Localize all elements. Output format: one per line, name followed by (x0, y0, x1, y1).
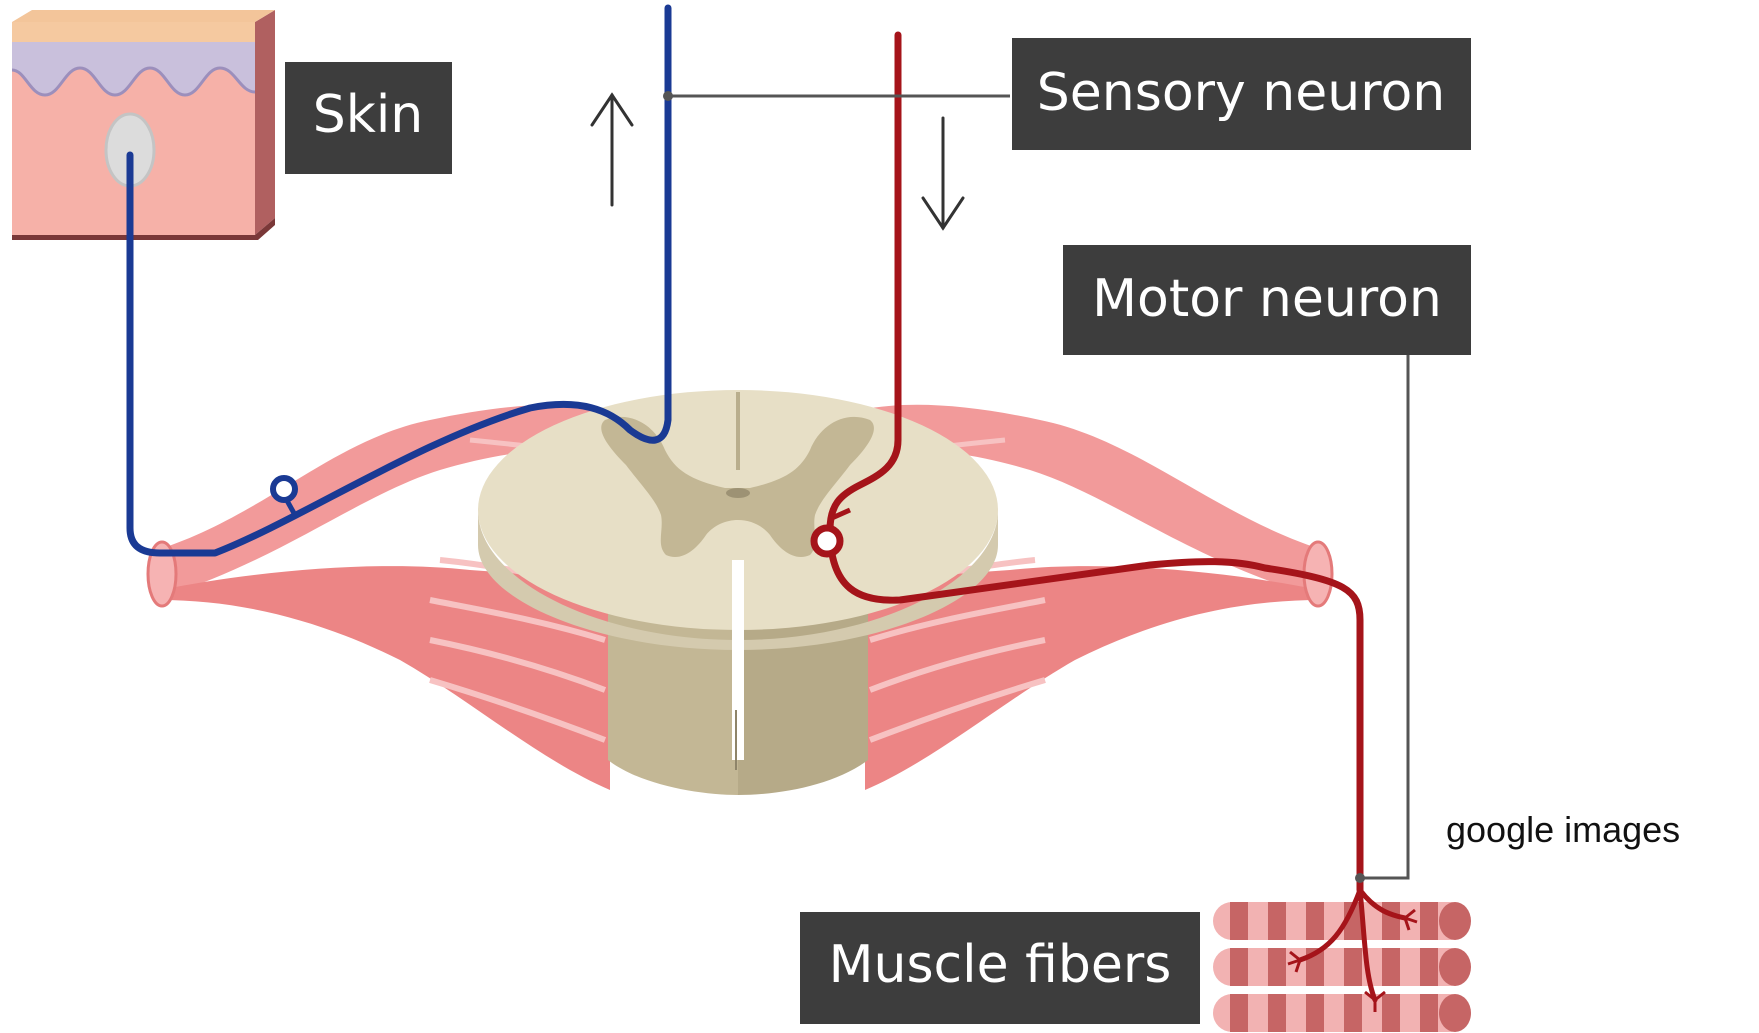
skin-label-text: Skin (313, 85, 424, 145)
muscle-fibers-label-text: Muscle fibers (829, 935, 1172, 995)
motor-leader-line (1362, 355, 1408, 878)
motor-cell-body (814, 528, 840, 554)
muscle-fibers-label: Muscle fibers (800, 912, 1200, 1024)
motor-leader-dot (1355, 873, 1365, 883)
motor-neuron-label-text: Motor neuron (1092, 269, 1442, 329)
muscle-fibers (1213, 890, 1471, 1032)
sensory-neuron-label-text: Sensory neuron (1037, 63, 1445, 123)
arrow-up-icon (592, 95, 632, 205)
sensory-cell-body (273, 478, 295, 500)
motor-neuron-label: Motor neuron (1063, 245, 1471, 355)
sensory-leader-dot (663, 91, 673, 101)
skin-label: Skin (285, 62, 452, 174)
image-credit: google images (1446, 809, 1680, 850)
arrow-down-icon (923, 118, 963, 228)
sensory-neuron-label: Sensory neuron (1012, 38, 1471, 150)
skin-block (12, 10, 275, 240)
